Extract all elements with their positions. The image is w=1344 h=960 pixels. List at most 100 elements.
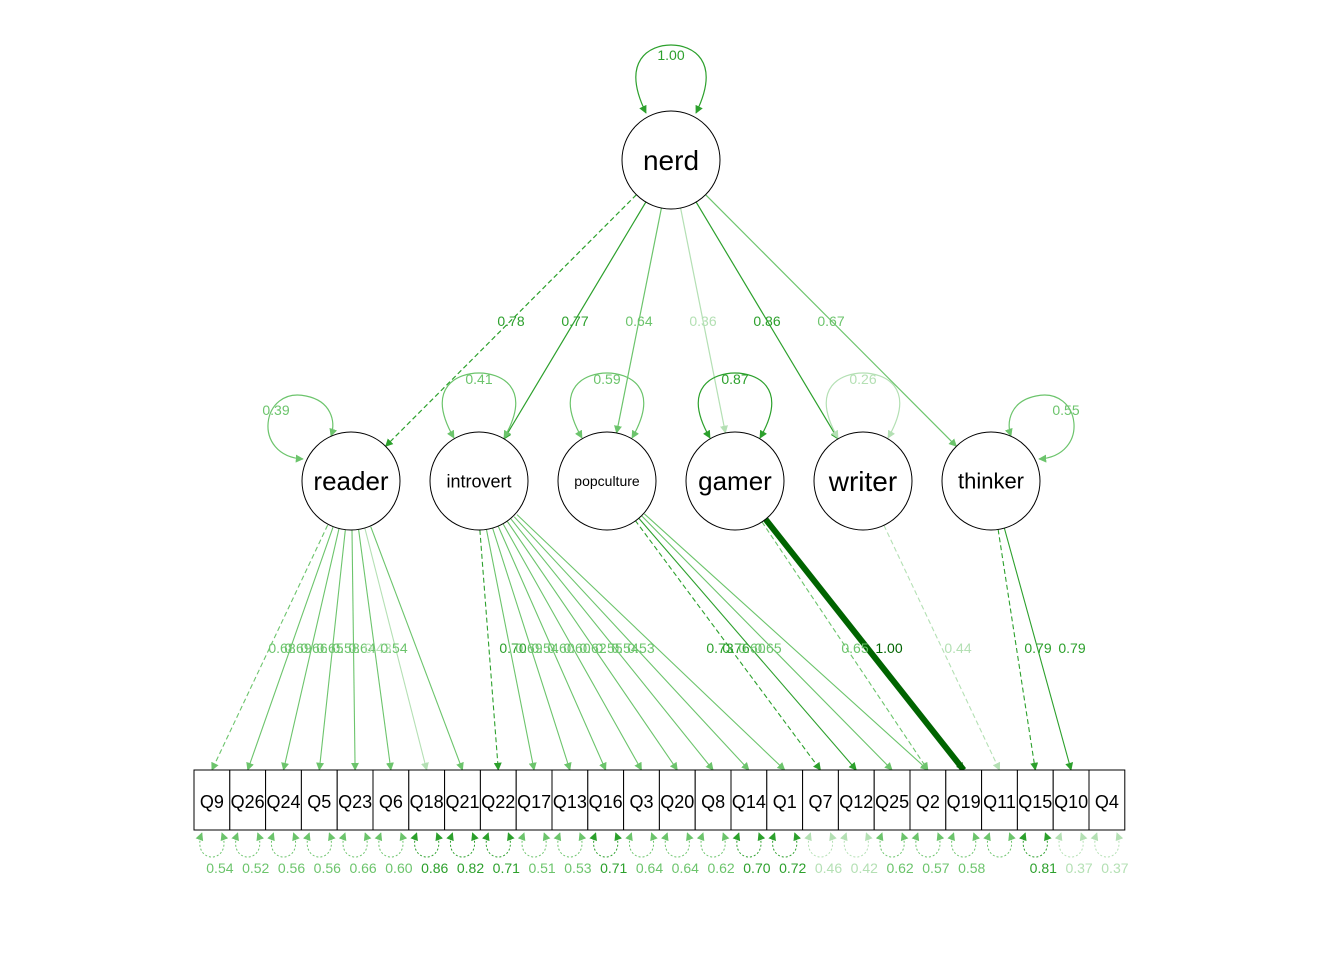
item-label: Q21 (445, 792, 479, 812)
residual-loop-Q22 (482, 832, 515, 858)
item-label: Q15 (1018, 792, 1052, 812)
item-box-Q12[interactable]: Q12 (837, 769, 875, 831)
item-label: Q24 (266, 792, 300, 812)
loading-label-thinker: 0.67 (817, 313, 844, 329)
item-box-Q19[interactable]: Q19 (945, 769, 983, 831)
residual-label-Q7: 0.46 (815, 860, 842, 876)
residual-loop-Q15 (1019, 832, 1052, 858)
item-box-Q3[interactable]: Q3 (623, 769, 660, 831)
item-label: Q5 (307, 792, 331, 812)
item-loading-label: 0.54 (380, 640, 407, 656)
path-gamer-Q2 (761, 521, 929, 771)
item-box-Q2[interactable]: Q2 (909, 769, 947, 831)
writer-node[interactable]: writer (813, 431, 913, 531)
residual-loop-Q18 (410, 832, 443, 858)
path-introvert-Q17 (485, 529, 537, 771)
item-loading-label: 0.54 (611, 640, 638, 656)
introvert-variance-loop (441, 372, 517, 439)
nerd-node[interactable]: nerd (621, 110, 721, 210)
item-loading-label: 0.69 (515, 640, 542, 656)
residual-loop-Q10 (1054, 832, 1088, 858)
item-box-Q6[interactable]: Q6 (372, 769, 410, 831)
residual-loop-Q1 (768, 832, 801, 858)
item-label: Q16 (589, 792, 623, 812)
item-box-Q18[interactable]: Q18 (408, 769, 446, 831)
path-popculture-Q25 (641, 515, 893, 771)
residual-loop-Q26 (231, 832, 264, 858)
path-introvert-Q14 (513, 516, 750, 771)
item-box-Q26[interactable]: Q26 (229, 769, 267, 831)
residual-loop-Q7 (804, 832, 837, 858)
item-loading-label: 0.44 (944, 640, 971, 656)
path-reader-Q21 (370, 526, 464, 771)
introvert-node[interactable]: introvert (429, 431, 529, 531)
item-box-Q8[interactable]: Q8 (694, 769, 732, 831)
path-thinker-Q10 (1003, 528, 1074, 771)
item-box-Q1[interactable]: Q1 (766, 769, 804, 831)
residual-label-Q18: 0.86 (421, 860, 448, 876)
item-label: Q13 (553, 792, 587, 812)
item-box-Q16[interactable]: Q16 (587, 769, 625, 831)
item-box-Q9[interactable]: Q9 (193, 769, 231, 831)
reader-node[interactable]: reader (301, 431, 401, 531)
path-reader-Q26 (246, 526, 334, 771)
item-loading-label: 0.65 (316, 640, 343, 656)
residual-loop-Q2 (911, 832, 945, 858)
item-box-Q4[interactable]: Q4 (1088, 769, 1126, 831)
residual-label-Q10: 0.37 (1065, 860, 1092, 876)
path-nerd-gamer (679, 207, 728, 434)
item-box-Q22[interactable]: Q22 (479, 769, 517, 831)
residual-loop-Q14 (732, 832, 766, 858)
residual-label-Q25: 0.62 (886, 860, 913, 876)
popculture-node[interactable]: popculture (557, 431, 657, 531)
residual-label-Q21: 0.82 (457, 860, 484, 876)
residual-loop-Q16 (589, 832, 622, 858)
residual-label-Q6: 0.60 (385, 860, 412, 876)
item-box-Q20[interactable]: Q20 (658, 769, 696, 831)
item-label: Q14 (732, 792, 766, 812)
loading-label-gamer: 0.36 (689, 313, 716, 329)
item-box-Q25[interactable]: Q25 (873, 769, 911, 831)
thinker-variance-label: 0.55 (1052, 402, 1079, 418)
reader-variance-label: 0.39 (262, 402, 289, 418)
item-label: Q11 (983, 792, 1016, 812)
path-gamer-Q19 (763, 517, 967, 772)
item-label: Q4 (1095, 792, 1119, 812)
item-box-Q14[interactable]: Q14 (730, 769, 768, 831)
path-introvert-Q13 (491, 527, 572, 771)
writer-variance-label: 0.26 (849, 371, 876, 387)
residual-label-Q8: 0.62 (707, 860, 734, 876)
item-loading-label: 0.55 (595, 640, 622, 656)
item-box-Q15[interactable]: Q15 (1016, 769, 1054, 831)
item-label: Q25 (875, 792, 909, 812)
residual-label-Q15: 0.81 (1030, 860, 1057, 876)
thinker-label: thinker (958, 469, 1024, 494)
item-box-Q10[interactable]: Q10 (1052, 769, 1090, 831)
nerd-variance-loop (635, 44, 707, 114)
item-loading-label: 0.65 (841, 640, 868, 656)
path-popculture-Q12 (638, 517, 857, 771)
item-box-Q7[interactable]: Q7 (802, 769, 839, 831)
nerd-variance-label: 1.00 (657, 47, 684, 63)
item-box-Q24[interactable]: Q24 (265, 769, 302, 831)
popculture-variance-loop (569, 372, 645, 439)
item-label: Q8 (701, 792, 725, 812)
loading-label-popculture: 0.64 (625, 313, 652, 329)
item-box-Q5[interactable]: Q5 (300, 769, 338, 831)
path-introvert-Q22 (479, 529, 502, 771)
thinker-variance-loop (1004, 394, 1075, 463)
path-nerd-writer (695, 201, 839, 440)
item-box-Q13[interactable]: Q13 (551, 769, 589, 831)
residual-label-Q26: 0.52 (242, 860, 269, 876)
gamer-node[interactable]: gamer (685, 431, 785, 531)
item-label: Q18 (410, 792, 444, 812)
nodes-layer: nerd 1.00 reader introvert popculture gamer… (193, 44, 1126, 831)
residual-label-Q2: 0.57 (922, 860, 949, 876)
residual-label-Q12: 0.42 (851, 860, 878, 876)
item-box-Q17[interactable]: Q17 (515, 769, 553, 831)
path-popculture-Q2 (643, 513, 929, 771)
item-box-Q11[interactable]: Q11 (981, 769, 1018, 831)
item-box-Q21[interactable]: Q21 (444, 769, 481, 831)
item-box-Q23[interactable]: Q23 (336, 769, 374, 831)
thinker-node[interactable]: thinker (941, 431, 1041, 531)
